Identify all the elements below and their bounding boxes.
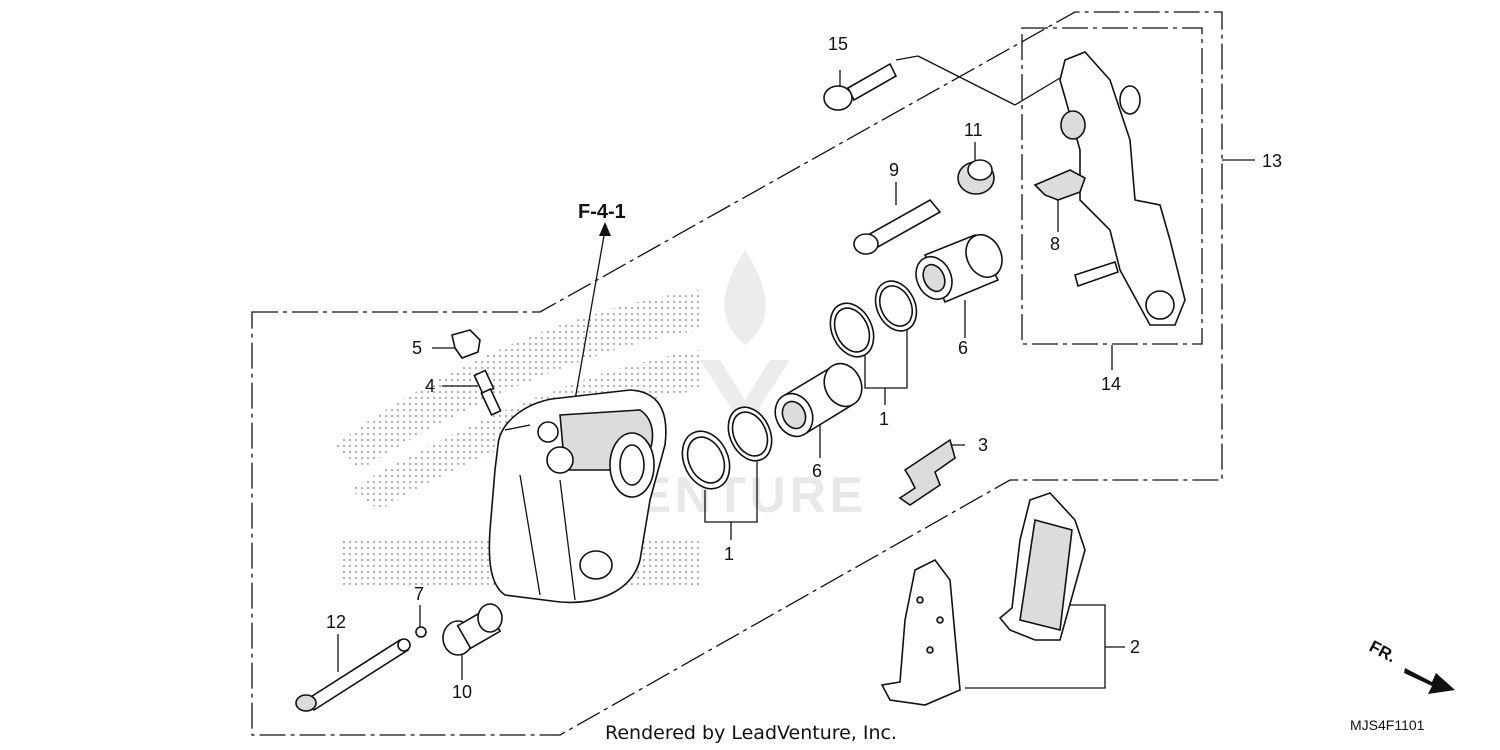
- callout-6: 6: [812, 461, 822, 481]
- flame-watermark: [700, 250, 790, 430]
- callout-9: 9: [889, 160, 899, 180]
- reference-label: F-4-1: [578, 201, 626, 223]
- brake-pad-rear: [880, 558, 961, 706]
- bracket-group-outline: [1021, 27, 1203, 345]
- pin-boot: [442, 603, 503, 656]
- pad-retainer: [1033, 169, 1086, 201]
- callout-11: 11: [964, 120, 983, 140]
- diagram-code: MJS4F1101: [1350, 717, 1425, 733]
- callout-1: 1: [879, 409, 889, 429]
- slide-pin: [295, 638, 411, 712]
- guide-pin: [853, 198, 942, 255]
- callout-15: 15: [828, 34, 848, 54]
- callout-1: 1: [724, 544, 734, 564]
- bleeder-screw: [473, 369, 502, 417]
- piston-upper: [915, 233, 1003, 304]
- washer: [415, 626, 427, 638]
- brake-pad-front: [998, 492, 1086, 641]
- caliper-body: [488, 389, 667, 604]
- callout-6: 6: [958, 338, 968, 358]
- piston-lower: [774, 362, 863, 438]
- credit-text: Rendered by LeadVenture, Inc.: [605, 722, 897, 744]
- guide-pin-boot: [957, 159, 995, 195]
- piston-seal-upper: [829, 280, 918, 358]
- callout-12: 12: [326, 612, 346, 632]
- callout-4: 4: [425, 376, 435, 396]
- piston-seal-lower: [681, 406, 773, 490]
- leader-lines: [337, 55, 1255, 689]
- front-direction-arrow: [1404, 668, 1455, 694]
- mounting-bolt: [823, 62, 898, 111]
- callout-8: 8: [1050, 234, 1060, 254]
- caliper-bracket: [1059, 51, 1186, 326]
- caliper-group-outline: [251, 11, 1223, 736]
- callout-13: 13: [1262, 151, 1282, 171]
- pad-spring: [898, 438, 956, 506]
- callout-14: 14: [1101, 374, 1121, 394]
- bleeder-cap: [451, 329, 481, 359]
- direction-label: FR.: [1366, 637, 1399, 667]
- callout-7: 7: [414, 584, 424, 604]
- callout-2: 2: [1130, 637, 1140, 657]
- callout-10: 10: [452, 682, 472, 702]
- callout-3: 3: [978, 435, 988, 455]
- callout-5: 5: [412, 338, 422, 358]
